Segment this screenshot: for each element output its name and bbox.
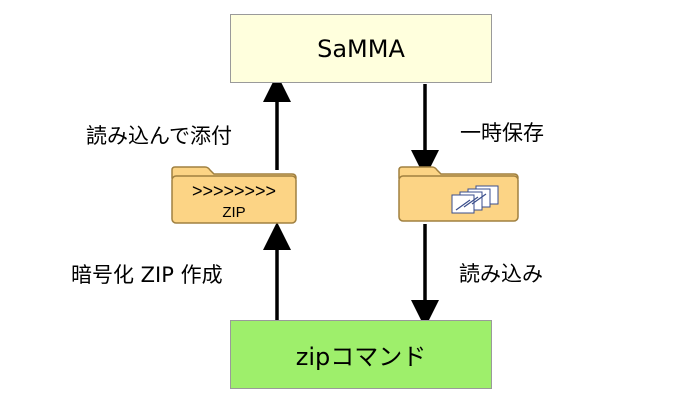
temp-save-label: 一時保存 — [460, 121, 544, 145]
documents-icon — [451, 185, 499, 214]
samma-label: SaMMA — [317, 34, 405, 63]
zip-folder-chevrons: >>>>>>>> — [192, 181, 276, 201]
attach-label: 読み込んで添付 — [86, 124, 232, 148]
zip-folder-icon: >>>>>>>> ZIP — [171, 166, 297, 224]
file-folder-icon — [398, 166, 519, 222]
zip-command-node: zipコマンド — [230, 320, 492, 389]
zip-folder-label: ZIP — [222, 204, 245, 221]
encrypt-label: 暗号化 ZIP 作成 — [71, 263, 223, 287]
read-label: 読み込み — [459, 262, 543, 286]
samma-node: SaMMA — [230, 14, 492, 83]
zip-command-label: zipコマンド — [295, 343, 427, 371]
